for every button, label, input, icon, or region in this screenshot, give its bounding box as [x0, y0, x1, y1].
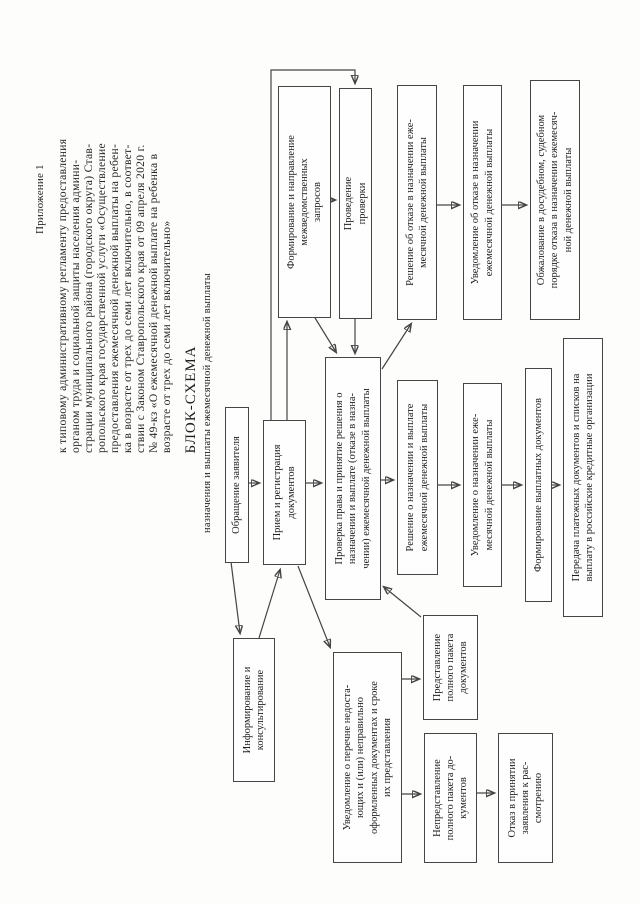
- flow-node-zaprosy: Формирование и направление межведомствен…: [278, 86, 331, 318]
- flow-node-informirovanie: Информирование и консультирование: [233, 638, 275, 782]
- flow-node-obzhalovanie: Обжалование в досудебном, судебном поряд…: [530, 80, 580, 320]
- flow-node-uvedomlenie-otkaz: Уведомление об отказе в назначении ежеме…: [463, 85, 502, 320]
- flow-node-proverka: Проверка права и принятие решения о назн…: [325, 357, 381, 600]
- flow-node-nepredstavlenie: Непредставление полного пакета до- кумен…: [424, 733, 477, 863]
- flow-node-provedenie: Проведение проверки: [339, 88, 372, 319]
- flow-node-reshenie-naznachenie: Решение о назначении и выплате ежемесячн…: [397, 380, 438, 575]
- arrow-proverka-resh-otkaz: [381, 324, 411, 370]
- arrow-obrashchenie-informirovanie: [230, 561, 240, 633]
- flow-node-peredacha: Передача платежных документов и списков …: [563, 338, 603, 617]
- arrow-informirovanie-priem: [258, 570, 280, 639]
- flow-node-otkaz-prinyatie: Отказ в принятии заявления к рас- смотре…: [498, 733, 553, 863]
- flow-node-priem: Прием и регистрация документов: [263, 420, 306, 565]
- flow-node-predstavlenie: Представление полного пакета документов: [423, 615, 478, 720]
- arrow-priem-provedenie-loop: [270, 69, 355, 420]
- flow-node-uvedomlenie-perechen: Уведомление о перечне недоста- ющих и (и…: [333, 652, 402, 863]
- arrow-priem-uved-perechen: [297, 565, 330, 647]
- flow-node-reshenie-otkaz: Решение об отказе в назначении еже- меся…: [397, 85, 437, 320]
- flow-node-formirovanie-vyplatnyh: Формирование выплатных документов: [525, 368, 552, 602]
- arrow-zaprosy-proverka: [311, 312, 336, 352]
- flow-node-uvedomlenie-naznachenie: Уведомление о назначении еже- месячной д…: [463, 383, 502, 587]
- arrow-predstavlenie-proverka: [384, 587, 422, 618]
- flow-node-obrashchenie: Обращение заявителя: [225, 407, 249, 563]
